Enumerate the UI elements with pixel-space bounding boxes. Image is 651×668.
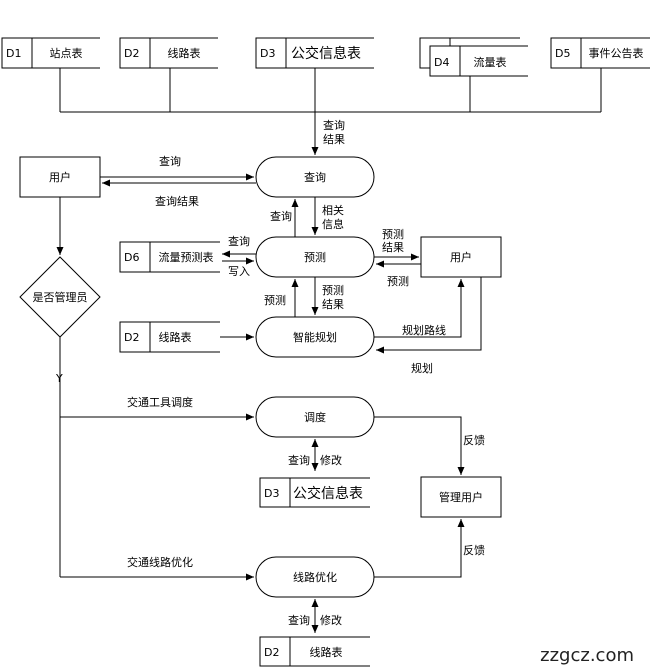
flow-label: 结果 [382,241,404,254]
flow-route-opt-feedback [374,519,465,578]
flow-label: 相关 [322,203,344,217]
flow-label: 规划 [411,361,433,375]
decision-is-admin: 是否管理员 [19,256,101,338]
flow-label: 查询 [228,234,250,248]
flow-label: 结果 [322,298,344,311]
datastore-name: 公交信息表 [293,485,363,502]
flow-label: 写入 [228,265,250,278]
datastore-d6-traffic-forecast: D6 流量预测表 [119,241,220,273]
datastore-d2-routes-top: D2 线路表 [119,37,218,69]
flow-label: 结果 [323,133,345,146]
datastore-id: D4 [434,56,449,69]
datastore-name: 流量预测表 [159,250,214,264]
datastore-d3-bus-info-mid: D3 公交信息表 [259,477,370,508]
top-stores-connector [59,68,602,155]
datastore-d1-stations: D1 站点表 [1,37,100,69]
entity-user-right: 用户 [420,236,502,278]
flow-label: 规划路线 [402,323,446,337]
entity-admin-user: 管理用户 [420,476,502,518]
datastore-id: D1 [6,47,21,60]
entity-user-left: 用户 [19,156,101,198]
datastore-name: 线路表 [310,645,343,659]
flow-label: 查询 [323,118,345,132]
svg-text:是否管理员: 是否管理员 [33,290,88,304]
datastore-d4-traffic: D4 流量表 [419,37,528,77]
flow-label: 交通线路优化 [127,555,193,569]
process-smart-plan: 智能规划 [255,316,375,358]
datastore-d2-routes-bottom: D2 线路表 [259,636,370,667]
datastore-d2-routes-mid: D2 线路表 [119,321,220,353]
svg-text:智能规划: 智能规划 [293,330,337,344]
svg-text:线路优化: 线路优化 [293,570,337,584]
datastore-id: D3 [264,487,279,500]
datastore-id: D6 [124,251,139,264]
flow-plan [376,277,482,354]
datastore-name: 站点表 [50,46,83,60]
flow-label: 查询 [270,209,292,223]
datastore-name: 事件公告表 [589,46,644,60]
datastore-d5-announcements: D5 事件公告表 [550,37,650,69]
datastore-name: 流量表 [474,55,507,69]
flow-label: 预测 [387,275,409,288]
datastore-id: D2 [264,646,279,659]
flow-label: 反馈 [463,434,485,447]
flow-label: 反馈 [463,544,485,557]
flow-label: 预测 [264,294,286,307]
flow-label: 预测 [382,228,404,241]
datastore-name: 线路表 [168,46,201,60]
process-route-optimization: 线路优化 [255,556,375,598]
datastore-name: 线路表 [159,330,192,344]
flow-dispatch-feedback [374,416,465,475]
datastore-name: 公交信息表 [291,45,361,62]
flow-plan-route [374,279,465,338]
flow-label: 修改 [320,613,342,627]
flow-label: 查询 [288,453,310,467]
datastore-d3-bus-info-top: D3 公交信息表 [255,37,374,69]
datastore-id: D2 [124,331,139,344]
flow-label: 交通工具调度 [127,395,193,409]
datastore-id: D5 [555,47,570,60]
flow-label: 查询 [288,613,310,627]
datastore-id: D2 [124,47,139,60]
svg-text:管理用户: 管理用户 [439,490,483,504]
svg-text:调度: 调度 [304,410,326,424]
svg-text:用户: 用户 [49,170,71,184]
svg-text:查询: 查询 [304,170,326,184]
flow-label: 查询 [159,154,181,168]
flow-label: 修改 [320,453,342,467]
svg-text:预测: 预测 [304,251,326,264]
process-predict: 预测 [255,236,375,278]
process-query: 查询 [255,156,375,198]
flow-label: 预测 [322,284,344,297]
watermark-text: zzgcz.com [540,645,634,666]
flow-label: 查询结果 [155,194,199,208]
datastore-id: D3 [260,47,275,60]
svg-text:用户: 用户 [450,250,472,264]
process-dispatch: 调度 [255,396,375,438]
decision-yes-label: Y [55,372,63,385]
flow-label: 信息 [322,217,344,231]
